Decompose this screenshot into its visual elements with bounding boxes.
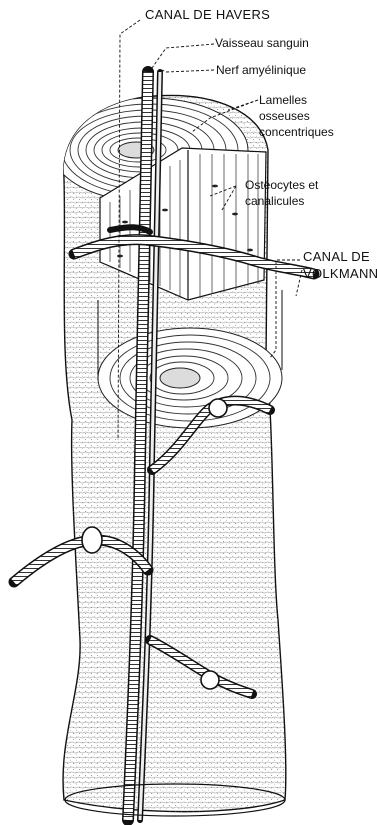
label-lamelles-line2: osseuses [259, 110, 310, 123]
label-lamelles-line1: Lamelles [259, 94, 307, 107]
label-lamelles-line3: concentriques [259, 126, 334, 139]
label-volkmann-line1: CANAL DE [303, 250, 370, 264]
label-osteocytes-line2: canalicules [245, 195, 304, 208]
label-vaisseau-sanguin: Vaisseau sanguin [215, 37, 309, 50]
label-osteocytes-line1: Ostéocytes et [245, 179, 318, 192]
label-volkmann-line2: VOLKMANN [303, 267, 377, 281]
label-canal-havers: CANAL DE HAVERS [145, 8, 270, 22]
label-nerf-amyelinique: Nerf amyélinique [216, 64, 306, 77]
